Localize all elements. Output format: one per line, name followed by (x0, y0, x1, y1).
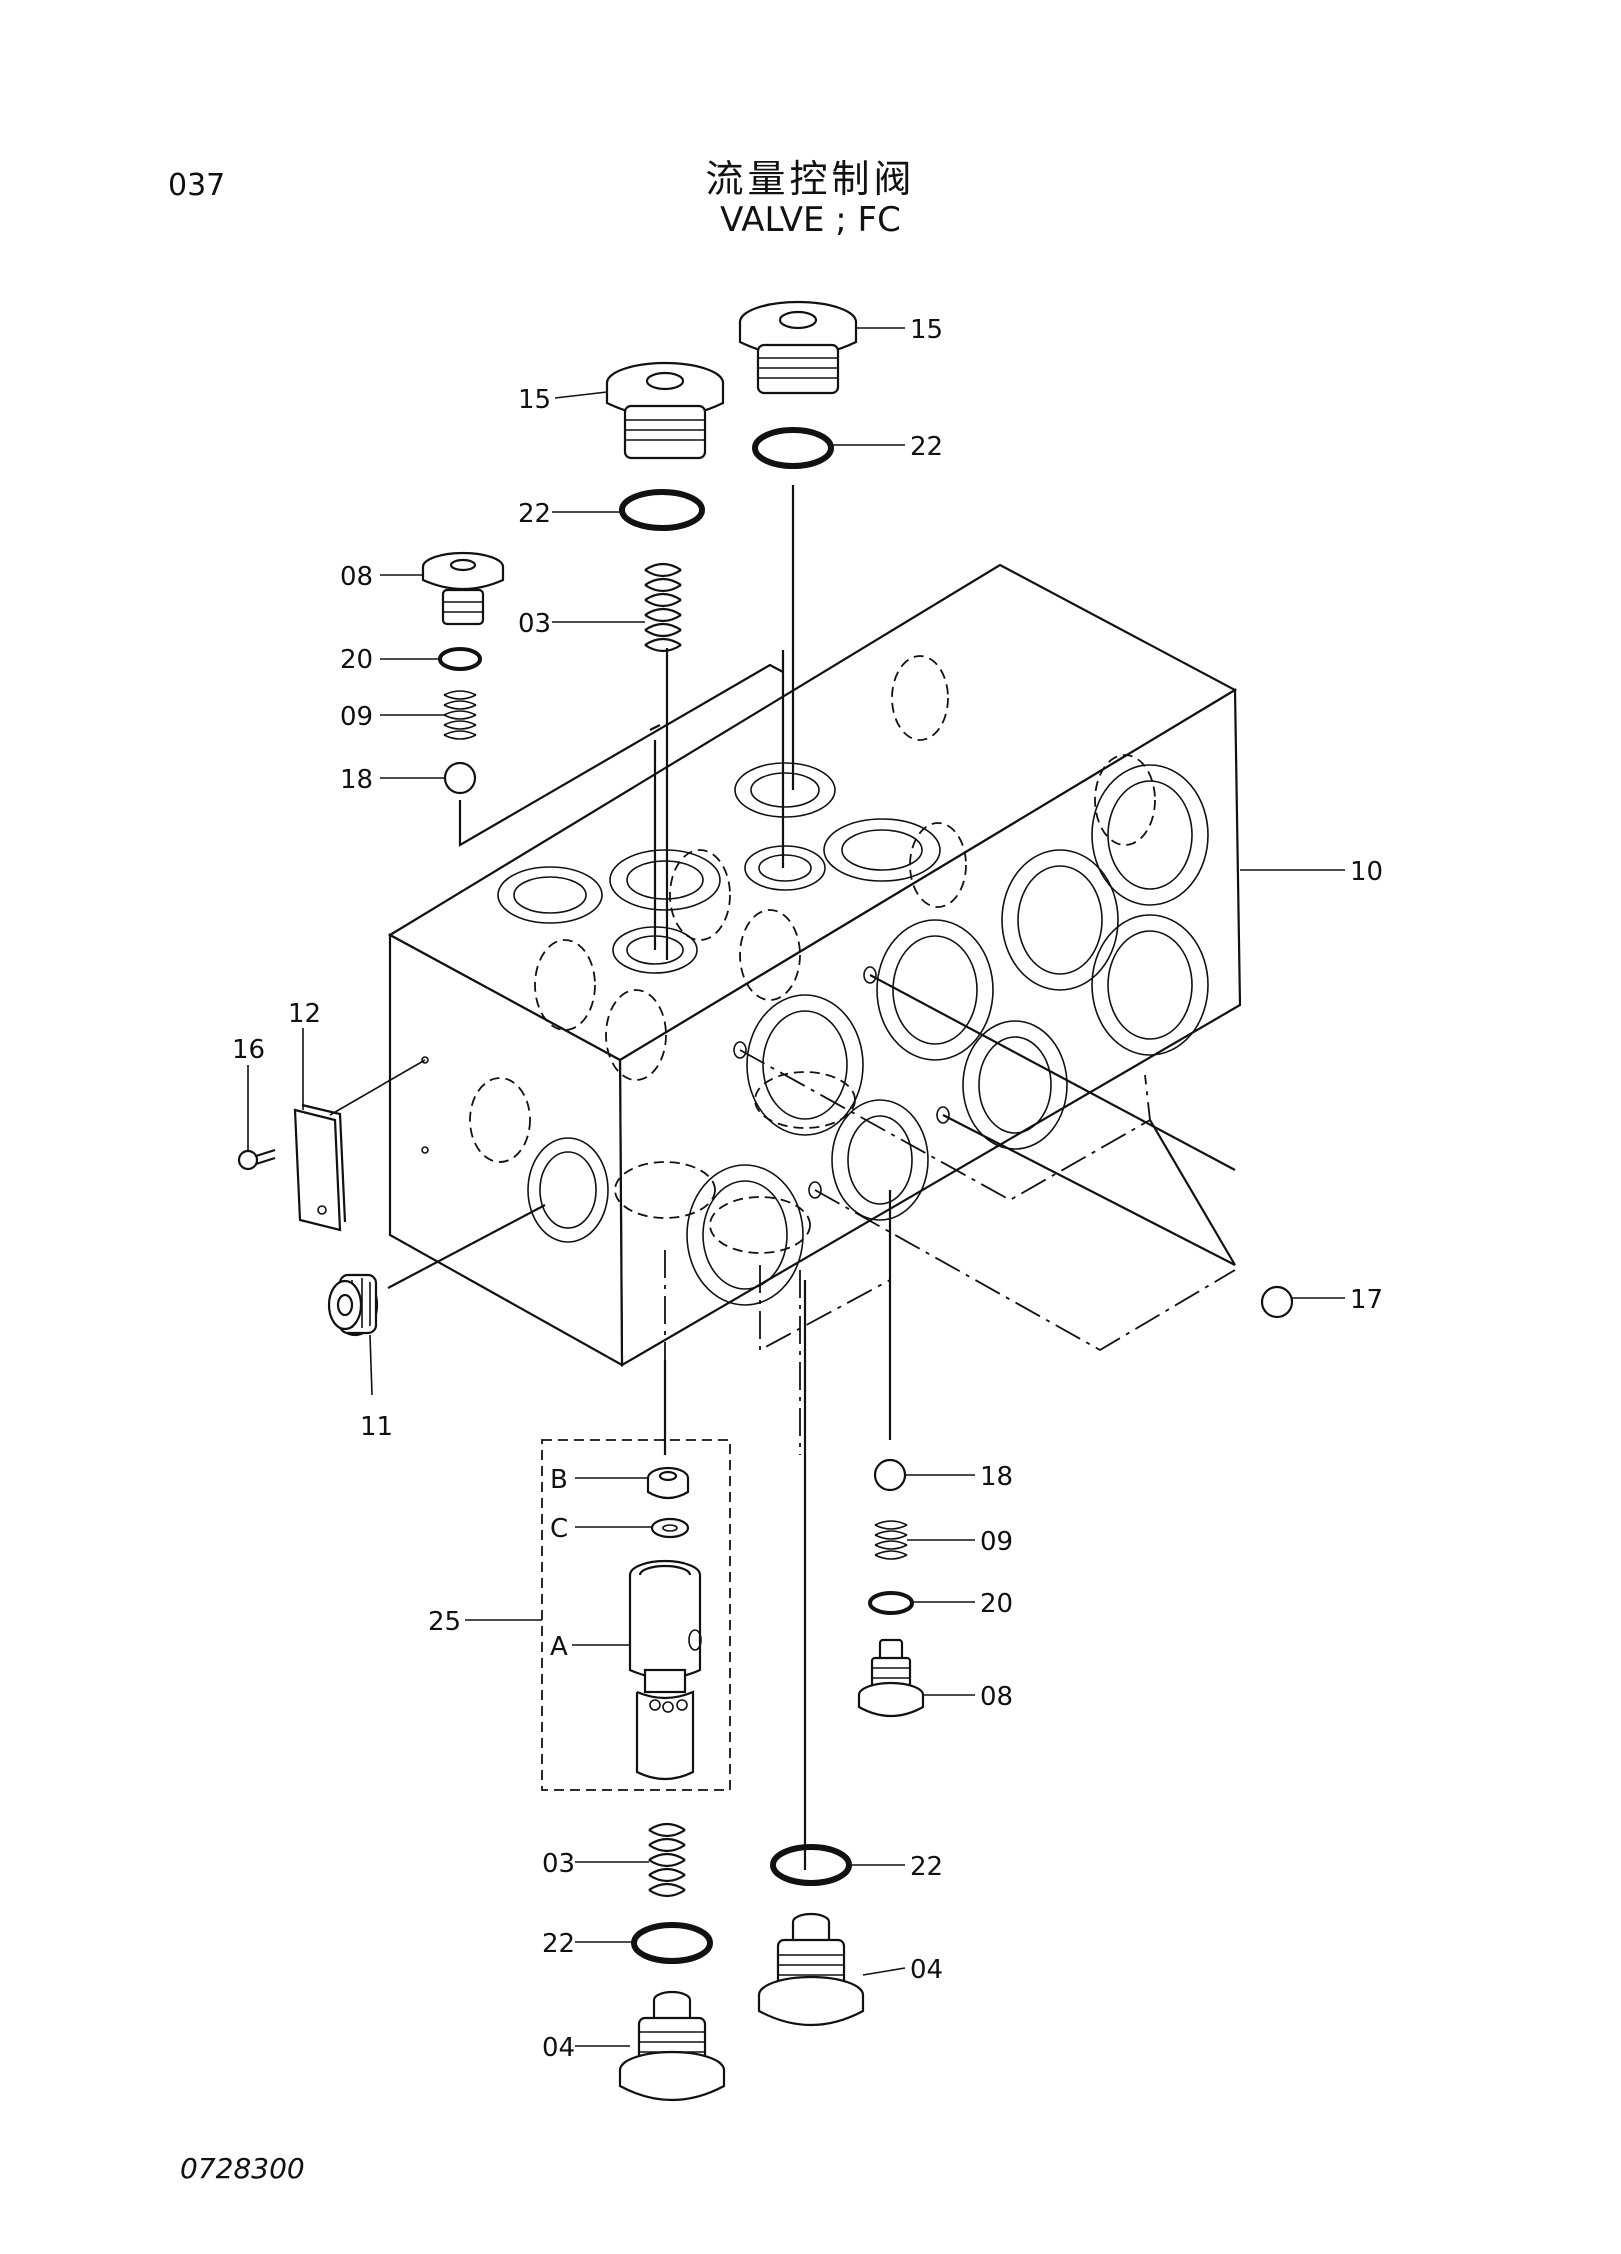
spring-09-top (443, 690, 477, 740)
label-08-bottom: 08 (980, 1682, 1013, 1712)
part-B (646, 1466, 690, 1500)
o-ring-20-bottom (868, 1591, 914, 1615)
label-18-top: 18 (340, 765, 373, 795)
label-16: 16 (232, 1035, 265, 1065)
o-ring-22-bottom-left (631, 1922, 713, 1964)
label-20-bottom: 20 (980, 1589, 1013, 1619)
label-03-top: 03 (518, 609, 551, 639)
label-22-top-right: 22 (910, 432, 943, 462)
label-12: 12 (288, 999, 321, 1029)
valve-body (387, 563, 1242, 1367)
spring-09-bottom (874, 1520, 908, 1560)
left-face-ports (421, 1056, 716, 1243)
plug-04-right (757, 1912, 865, 2026)
label-09-bottom: 09 (980, 1527, 1013, 1557)
guide-line-cover (329, 1059, 426, 1116)
plug-11 (327, 1273, 379, 1337)
label-04-left: 04 (542, 2033, 575, 2063)
o-ring-20-top (438, 647, 482, 671)
o-ring-22-top-left (619, 489, 705, 531)
label-A: A (550, 1632, 568, 1662)
plug-15-right (738, 300, 858, 395)
plug-08-top (421, 551, 505, 626)
label-03-bottom: 03 (542, 1849, 575, 1879)
sub-assembly-25-frame (541, 1439, 731, 1791)
diagram-title-chinese: 流量控制阀 (705, 157, 916, 201)
label-B: B (550, 1465, 568, 1495)
label-C: C (550, 1514, 568, 1544)
assembly-lines (663, 974, 1236, 1870)
label-15-left: 15 (518, 385, 551, 415)
cover-12 (293, 1103, 347, 1232)
plug-04-left (618, 1990, 726, 2101)
top-face-ports (497, 655, 1156, 1081)
part-C (650, 1517, 690, 1539)
plug-08-bottom (857, 1638, 925, 1717)
label-09-top: 09 (340, 702, 373, 732)
label-15-right: 15 (910, 315, 943, 345)
part-A (628, 1559, 702, 1781)
label-10: 10 (1350, 857, 1383, 887)
o-ring-22-bottom-right (770, 1844, 852, 1886)
label-08-top: 08 (340, 562, 373, 592)
label-17: 17 (1350, 1285, 1383, 1315)
guide-line-11 (387, 1204, 546, 1289)
leader-lines (247, 327, 1345, 2047)
label-22-bottom-left: 22 (542, 1929, 575, 1959)
plug-15-left (605, 361, 725, 460)
label-25: 25 (428, 1607, 461, 1637)
spring-03-bottom (648, 1822, 686, 1898)
screw-16 (237, 1148, 276, 1171)
o-ring-22-top-right (752, 427, 834, 469)
label-22-top-left: 22 (518, 499, 551, 529)
right-face-ports (686, 764, 1209, 1306)
label-04-right: 04 (910, 1955, 943, 1985)
ball-18-bottom (873, 1458, 907, 1492)
document-code: 0728300 (180, 2152, 305, 2185)
ball-17 (1260, 1285, 1294, 1319)
guide-lines-top (458, 485, 795, 960)
label-22-bottom-right: 22 (910, 1852, 943, 1882)
label-18-bottom: 18 (980, 1462, 1013, 1492)
label-11: 11 (360, 1412, 393, 1442)
ball-18-top (443, 761, 477, 795)
page-number: 037 (168, 168, 226, 203)
spring-03-top (644, 562, 682, 653)
label-20-top: 20 (340, 645, 373, 675)
diagram-title-english: VALVE ; FC (720, 200, 901, 240)
part-labels: 15 15 22 22 08 03 20 09 18 10 12 16 17 1… (232, 315, 1383, 2063)
